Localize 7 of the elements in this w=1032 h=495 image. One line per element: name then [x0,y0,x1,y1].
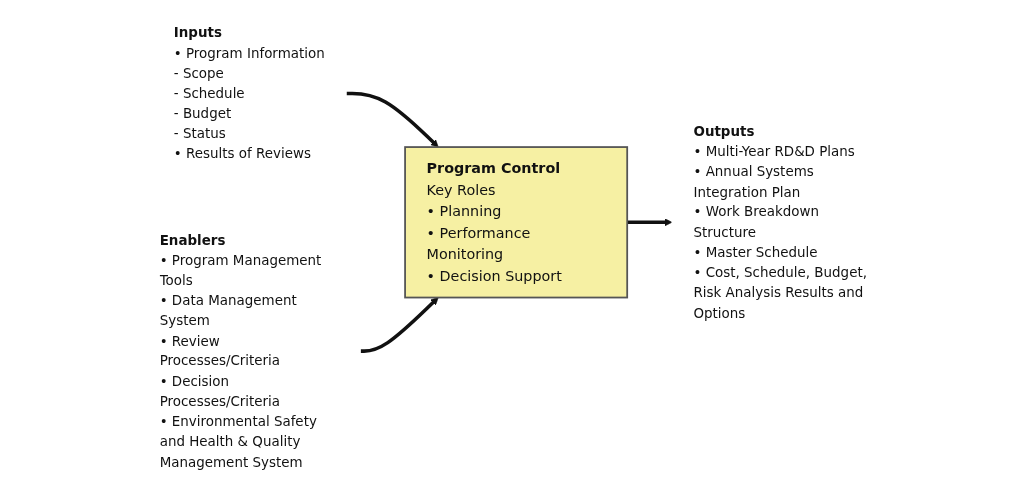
node-text: Inputs • Program Information - Scope - Schedule - Budget - Status • Results of Reviews [173,24,325,162]
arrow [360,297,439,353]
node-text: Outputs • Multi-Year RD&D Plans • Annual Systems Integration Plan • Work Breakdown Structure • Master Schedule • Cost, Schedule, Budget, Risk Analysis Results and Options [693,123,867,321]
arrow [627,218,673,227]
node-text: Enablers • Program Management Tools • Data Management System • Review Processes/Criteria • Decision Processes/Criteria • Environmental Safety and Health & Quality Management System [159,232,322,470]
node-box: Program Control Key Roles • Planning • Performance Monitoring • Decision Support [404,146,628,299]
arrow [346,91,439,148]
